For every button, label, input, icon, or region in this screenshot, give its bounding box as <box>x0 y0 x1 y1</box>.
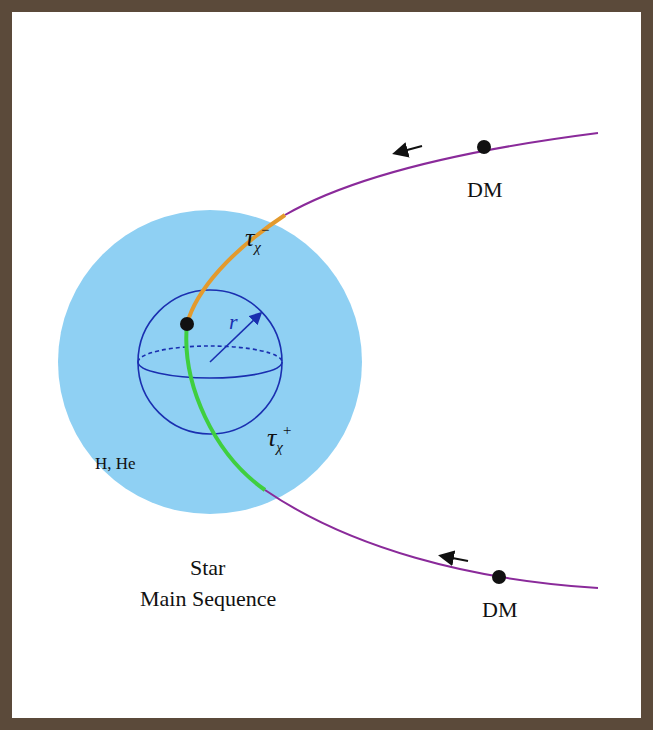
optical-depth-label: τχ− <box>245 225 270 251</box>
text-label: DM <box>482 599 517 621</box>
radius-label: r <box>229 311 238 333</box>
composition-label: H, He <box>95 455 136 472</box>
optical-depth-label: τχ+ <box>267 425 292 451</box>
dm-particle <box>492 570 506 584</box>
text-label: Star <box>190 557 225 579</box>
star-disc <box>58 210 362 514</box>
dm-particle <box>180 317 194 331</box>
direction-arrow <box>396 146 422 153</box>
inner-sphere <box>138 290 282 434</box>
dm-trajectory <box>186 133 598 588</box>
direction-arrow <box>442 556 468 561</box>
text-label: DM <box>467 179 502 201</box>
text-label: Main Sequence <box>140 588 276 610</box>
dm-particle <box>477 140 491 154</box>
